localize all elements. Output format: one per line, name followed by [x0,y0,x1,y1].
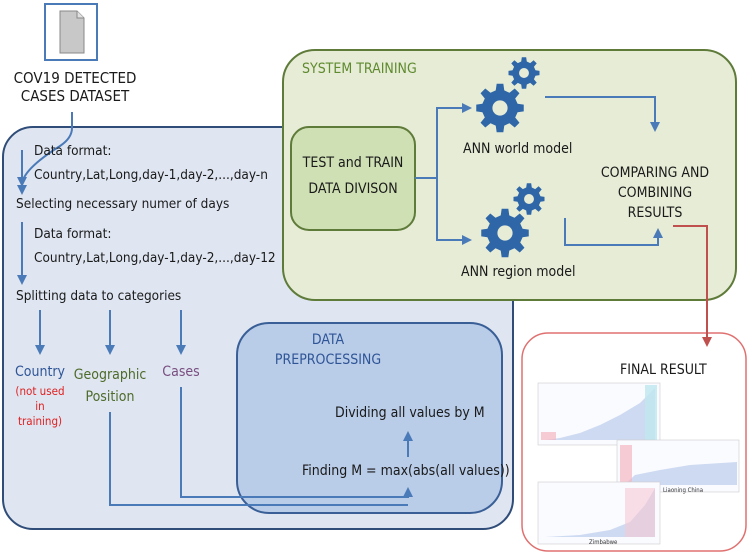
dataset-title: COV19 DETECTED CASES DATASET [0,69,150,105]
document-icon [44,3,98,61]
chart-label-liaoning: Liaoning China [663,487,704,494]
compare-line2: COMBINING [617,185,693,201]
dividing-step: Dividing all values by M [335,405,485,421]
preprocessing-title-line2: PREPROCESSING [274,352,382,368]
test-train-line1: TEST and TRAIN [302,155,404,171]
split-step: Splitting data to categories [16,288,182,304]
compare-line3: RESULTS [627,205,683,221]
preprocessing-title: DATA PREPROCESSING [258,330,398,370]
dataset-title-line2: CASES DATASET [20,87,130,105]
country-note-line3: training) [17,414,63,428]
format1-value: Country,Lat,Long,day-1,day-2,...,day-n [34,167,268,183]
country-note-line2: in [35,399,45,413]
format2-label: Data format: [34,226,112,242]
dataset-title-line1: COV19 DETECTED [13,69,137,87]
finding-step: Finding M = max(abs(all values)) [302,463,510,479]
format1-label: Data format: [34,143,112,159]
category-geographic-line2: Position [85,389,135,405]
compare-line1: COMPARING AND [600,165,710,181]
test-train-line2: DATA DIVISON [308,181,398,197]
format2-value: Country,Lat,Long,day-1,day-2,...,day-12 [34,250,276,266]
final-result-arrow [673,225,712,347]
system-training-panel [282,49,737,301]
region-model-label: ANN region model [461,264,576,280]
pipeline-arrows [17,112,413,506]
select-days-step: Selecting necessary numer of days [16,196,230,212]
compare-combine-label: COMPARING AND COMBINING RESULTS [580,163,730,223]
chart-label-zimbabwe: Zimbabwe [589,539,618,546]
country-note: (not used in training) [5,384,75,429]
result-thumbnails [537,382,740,545]
final-result-title: FINAL RESULT [620,362,707,378]
test-train-label: TEST and TRAIN DATA DIVISON [291,150,415,202]
system-training-title: SYSTEM TRAINING [302,61,417,77]
category-geographic-line1: Geographic [73,367,147,383]
category-geographic: Geographic Position [68,364,152,408]
category-cases: Cases [162,364,200,380]
world-model-label: ANN world model [463,141,573,157]
preprocessing-panel [236,322,503,514]
category-country: Country [14,364,66,380]
result-chart-1-area [545,388,655,440]
preprocessing-title-line1: DATA [311,332,345,348]
result-chart-2-area [624,462,737,485]
training-arrows [415,96,663,246]
country-note-line1: (not used [15,384,65,398]
